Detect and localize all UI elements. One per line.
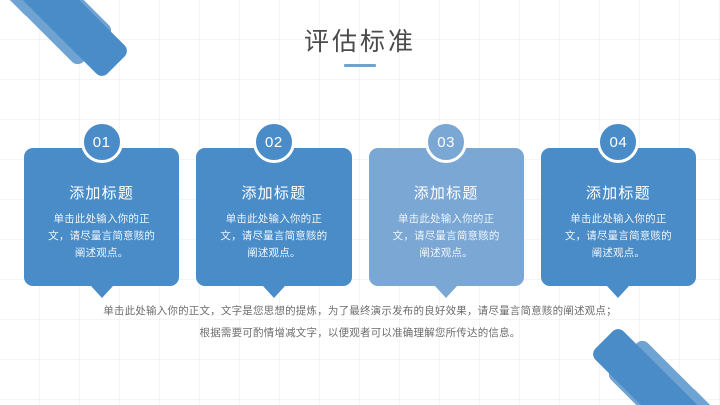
page-title: 评估标准 (303, 28, 416, 56)
card-title: 添加标题 (241, 185, 307, 202)
card-number-badge: 01 (80, 121, 123, 163)
card-title: 添加标题 (585, 185, 651, 202)
card-body[interactable]: 添加标题 单击此处输入你的正文，请尽量言简意赅的阐述观点。 (368, 148, 524, 298)
card-number-label: 02 (265, 133, 283, 151)
card-number-badge: 04 (597, 121, 640, 163)
card-number-label: 04 (609, 133, 628, 151)
cards-row: 添加标题 单击此处输入你的正文，请尽量言简意赅的阐述观点。 01 添加标题 单击… (24, 121, 696, 298)
card-number-badge: 02 (252, 121, 295, 163)
card-pointer-icon (435, 286, 458, 298)
title-block: 评估标准 (0, 26, 720, 67)
card-01[interactable]: 添加标题 单击此处输入你的正文，请尽量言简意赅的阐述观点。 01 (24, 121, 180, 298)
footer-line-1: 单击此处输入你的正文，文字是您思想的提炼，为了最终演示发布的良好效果，请尽量言简… (103, 305, 617, 317)
card-03[interactable]: 添加标题 单击此处输入你的正文，请尽量言简意赅的阐述观点。 03 (368, 121, 524, 298)
card-title: 添加标题 (69, 185, 135, 202)
footer-line-2: 根据需要可酌情增减文字，以便观者可以准确理解您所传达的信息。 (199, 327, 521, 339)
card-title: 添加标题 (413, 185, 479, 202)
deco-stripe-mid (605, 337, 720, 405)
card-body[interactable]: 添加标题 单击此处输入你的正文，请尽量言简意赅的阐述观点。 (540, 148, 696, 298)
card-pointer-icon (607, 286, 630, 298)
deco-stripe-light (0, 0, 48, 20)
card-body[interactable]: 添加标题 单击此处输入你的正文，请尽量言简意赅的阐述观点。 (196, 148, 352, 298)
card-number-badge: 03 (425, 121, 468, 163)
card-number-label: 03 (437, 133, 455, 151)
card-pointer-icon (262, 286, 285, 298)
card-02[interactable]: 添加标题 单击此处输入你的正文，请尽量言简意赅的阐述观点。 02 (196, 121, 352, 298)
card-04[interactable]: 添加标题 单击此处输入你的正文，请尽量言简意赅的阐述观点。 04 (540, 121, 696, 298)
deco-stripe-light (672, 385, 720, 405)
card-pointer-icon (90, 286, 113, 298)
card-number-label: 01 (92, 133, 111, 151)
card-text: 单击此处输入你的正文，请尽量言简意赅的阐述观点。 (392, 213, 500, 259)
footer-paragraph: 单击此处输入你的正文，文字是您思想的提炼，为了最终演示发布的良好效果，请尽量言简… (60, 300, 660, 344)
card-text: 单击此处输入你的正文，请尽量言简意赅的阐述观点。 (564, 213, 672, 259)
title-underline (344, 64, 376, 67)
card-body[interactable]: 添加标题 单击此处输入你的正文，请尽量言简意赅的阐述观点。 (24, 148, 180, 298)
card-text: 单击此处输入你的正文，请尽量言简意赅的阐述观点。 (220, 213, 328, 259)
card-text: 单击此处输入你的正文，请尽量言简意赅的阐述观点。 (48, 213, 156, 259)
